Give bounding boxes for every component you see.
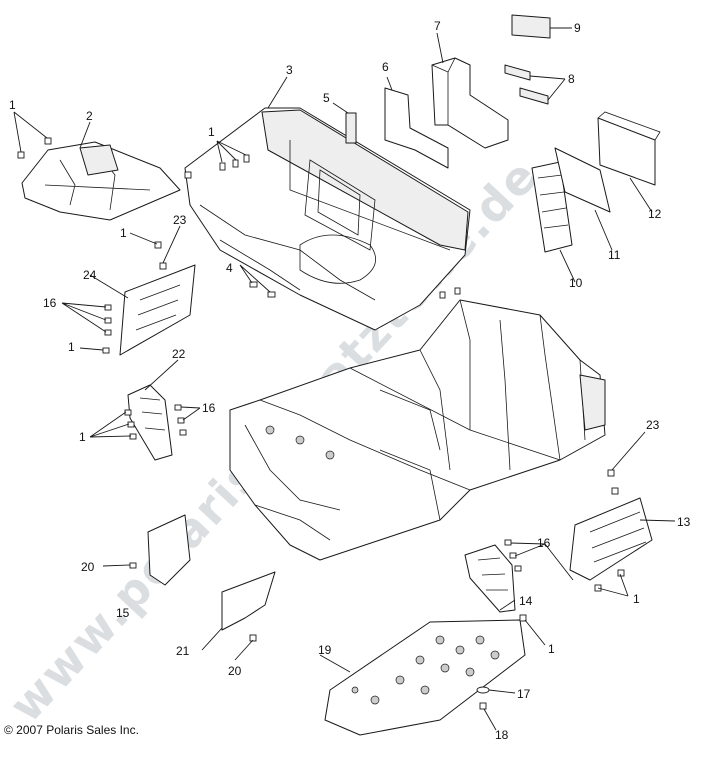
part-12-foam-block xyxy=(597,111,661,186)
part-3-cab-body xyxy=(184,107,471,331)
callout-9: 9 xyxy=(574,21,581,35)
callout-4: 4 xyxy=(226,261,233,275)
callout-19: 19 xyxy=(318,643,332,657)
callout-11: 11 xyxy=(608,248,621,262)
callout-1: 1 xyxy=(633,592,640,606)
part-22-left-guard xyxy=(127,384,173,461)
callout-7: 7 xyxy=(434,19,441,33)
main-frame xyxy=(229,299,606,561)
callout-3: 3 xyxy=(286,63,293,77)
callout-1: 1 xyxy=(548,642,555,656)
callout-16: 16 xyxy=(202,401,216,415)
part-21-bracket xyxy=(221,571,276,631)
callout-12: 12 xyxy=(648,207,662,221)
part-14-right-guard xyxy=(464,544,516,613)
callout-20: 20 xyxy=(228,664,242,678)
callout-6: 6 xyxy=(382,60,389,74)
callout-23: 23 xyxy=(173,213,187,227)
callout-8: 8 xyxy=(568,72,575,86)
part-5-bracket xyxy=(345,112,357,144)
part-24-left-side-panel xyxy=(119,264,196,356)
leader-lines xyxy=(13,27,676,731)
callout-22: 22 xyxy=(172,347,186,361)
callout-24: 24 xyxy=(83,268,97,282)
copyright-notice: © 2007 Polaris Sales Inc. xyxy=(4,723,139,737)
callout-1: 1 xyxy=(68,340,75,354)
part-10-vent-panel xyxy=(531,161,573,253)
part-15-bracket xyxy=(147,514,191,586)
part-11-panel xyxy=(554,147,611,213)
part-9-pad xyxy=(511,14,551,39)
callout-16: 16 xyxy=(43,296,57,310)
callout-23: 23 xyxy=(646,418,660,432)
callout-13: 13 xyxy=(677,515,691,529)
callout-1: 1 xyxy=(79,430,86,444)
part-6-panel xyxy=(384,87,449,169)
callout-1: 1 xyxy=(120,226,127,240)
callout-2: 2 xyxy=(86,109,93,123)
part-8-pads xyxy=(504,64,549,105)
fasteners xyxy=(17,137,625,710)
part-19-floor-plate xyxy=(324,619,526,736)
callout-15: 15 xyxy=(116,606,130,620)
callout-5: 5 xyxy=(323,91,330,105)
callout-10: 10 xyxy=(569,276,583,290)
part-2-front-skid-plate xyxy=(21,141,181,221)
callout-20: 20 xyxy=(81,560,95,574)
callout-17: 17 xyxy=(517,687,531,701)
callout-21: 21 xyxy=(176,644,190,658)
callout-1: 1 xyxy=(208,125,215,139)
part-7-foam xyxy=(431,57,509,149)
callout-1: 1 xyxy=(9,98,16,112)
callout-18: 18 xyxy=(495,728,509,742)
callout-16: 16 xyxy=(537,536,551,550)
callout-labels: 1 2 3 5 6 7 8 9 1 4 10 11 12 1 23 24 16 … xyxy=(9,19,691,742)
callout-14: 14 xyxy=(519,594,533,608)
part-13-right-side-panel xyxy=(569,497,653,581)
